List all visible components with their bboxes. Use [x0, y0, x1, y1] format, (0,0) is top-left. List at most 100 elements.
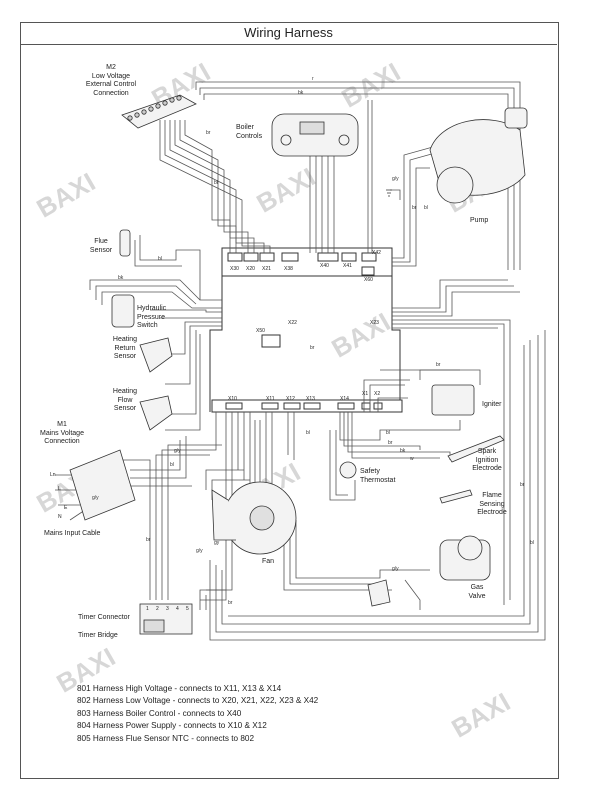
connector-x41 — [341, 252, 357, 262]
wire-colour-code: bk — [298, 90, 304, 96]
fan-label: Fan — [262, 558, 275, 565]
wire-colour-code: g/y — [392, 176, 399, 182]
wire — [329, 430, 356, 501]
wire-colour-code: r — [312, 76, 314, 82]
wire — [392, 285, 514, 313]
connector-x30 — [227, 252, 243, 262]
wire — [169, 120, 255, 253]
wire-colour-code: br — [436, 362, 441, 368]
legend-item: 804 Harness Power Supply - connects to X… — [77, 721, 267, 731]
wire-colour-code: br — [388, 440, 393, 446]
connector-x10 — [225, 402, 243, 410]
wire — [199, 589, 226, 610]
wire — [120, 459, 151, 600]
thermostat-body — [339, 461, 357, 479]
wire — [392, 323, 505, 605]
mains-terminal-e: E — [64, 505, 68, 511]
wire — [343, 412, 421, 450]
wire-colour-code: g/y — [196, 548, 203, 554]
m2-terminals — [127, 95, 182, 121]
timer-pin: 5 — [186, 606, 189, 612]
wire-colour-code: g/y — [392, 566, 399, 572]
wire — [161, 412, 217, 600]
flame-electrode — [439, 489, 473, 504]
wire — [339, 412, 461, 441]
igniter-label: Igniter — [482, 401, 502, 408]
pcb-outline — [391, 276, 401, 400]
connector-label-x60: X60 — [364, 277, 373, 283]
wire — [130, 436, 187, 479]
wire — [377, 397, 408, 412]
connector-label-x21: X21 — [262, 266, 271, 272]
wire — [205, 469, 244, 490]
wire — [155, 454, 210, 600]
connector-x42 — [361, 252, 377, 262]
m1-terminal-block — [69, 449, 136, 521]
connector-label-x10: X10 — [228, 396, 237, 402]
return-sensor-body — [139, 337, 173, 373]
wire — [335, 430, 348, 496]
wire — [404, 579, 421, 610]
connector-x38 — [281, 252, 299, 262]
wire — [179, 120, 237, 253]
wire — [215, 335, 539, 633]
connector-x21 — [259, 252, 275, 262]
pcb-outline — [209, 276, 223, 412]
boiler-controls-panel — [271, 113, 359, 157]
flow-sensor-body — [139, 395, 173, 431]
wire — [167, 444, 222, 600]
wire — [392, 149, 447, 263]
wire-colour-code: bl — [170, 462, 174, 468]
legend-item: 803 Harness Boiler Control - connects to… — [77, 708, 242, 718]
wire — [101, 291, 222, 309]
timer-pin: 1 — [146, 606, 149, 612]
connector-label-x40: X40 — [320, 263, 329, 269]
legend-item: 801 Harness High Voltage - connects to X… — [77, 684, 282, 693]
wire — [89, 279, 201, 301]
wire-colour-code: bl — [424, 205, 428, 211]
connector-label-x12: X12 — [286, 396, 295, 402]
wire-colour-code: br — [412, 205, 417, 211]
connector-x12 — [283, 402, 301, 410]
mains-terminal-n: N — [58, 514, 62, 520]
wire — [369, 384, 405, 412]
connector-label-x2: X2 — [374, 391, 381, 397]
lower-pcb — [211, 399, 403, 413]
wire — [228, 345, 525, 617]
wire — [392, 167, 430, 267]
wire — [221, 340, 531, 625]
connector-x13 — [303, 402, 321, 410]
connector-x11 — [261, 402, 279, 410]
wire-colour-code: gy — [214, 540, 220, 546]
timer-connector-label: Timer Connector — [78, 614, 130, 621]
wire-colour-code: br — [520, 482, 525, 488]
timer-bridge-body — [143, 619, 165, 633]
connector-label-x42: X42 — [372, 250, 381, 256]
igniter-body — [431, 384, 475, 416]
wire-colour-code: bl — [530, 540, 534, 546]
pressure-switch-body — [111, 294, 135, 328]
wire — [165, 325, 222, 385]
connector-label-x22: X22 — [288, 320, 297, 326]
mains-terminal-l: L — [58, 486, 61, 492]
fan-outlet — [211, 489, 236, 541]
wire-colour-code: bk — [400, 448, 406, 454]
gas-valve-coil — [457, 535, 483, 561]
wire — [200, 412, 227, 601]
connector-x1 — [361, 402, 371, 410]
wire — [392, 144, 441, 259]
ground-symbol — [386, 189, 392, 197]
spark-electrode — [447, 435, 505, 463]
wire — [170, 321, 222, 355]
